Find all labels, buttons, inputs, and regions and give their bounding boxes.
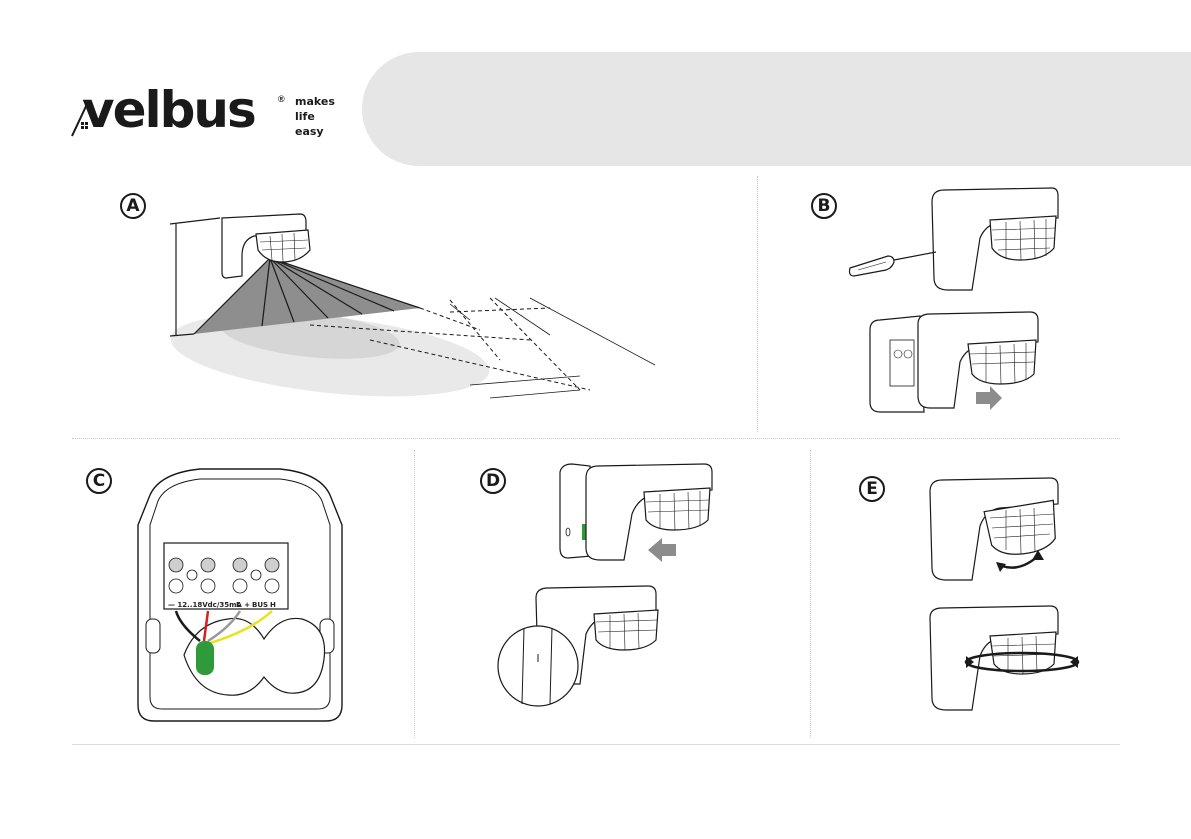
lens-adjustment-diagram <box>910 468 1110 728</box>
detection-range-diagram <box>150 200 710 440</box>
mounting-diagram <box>498 458 738 718</box>
panel-badge-c: C <box>86 468 112 494</box>
terminal-label-h: H <box>270 601 276 609</box>
footer-rule <box>72 744 1120 745</box>
velbus-logo: velbus ® makes life easy <box>72 88 342 148</box>
registered-mark: ® <box>278 94 285 104</box>
tagline-line-2: life <box>295 109 315 124</box>
tagline-line-1: makes <box>295 94 335 109</box>
wiring-diagram: — 12..18Vdc/35mA + L BUS H <box>120 455 360 725</box>
logo-wordmark: velbus <box>82 80 255 140</box>
divider-de <box>810 450 811 738</box>
divider-ab <box>757 176 758 432</box>
panel-badge-b: B <box>811 193 837 219</box>
terminal-label-bus: BUS <box>252 601 268 609</box>
divider-cd <box>414 450 415 738</box>
tagline-line-3: easy <box>295 124 324 139</box>
panel-badge-a: A <box>120 193 146 219</box>
header-banner <box>362 52 1191 166</box>
cover-removal-diagram <box>840 180 1100 420</box>
terminal-label-l: L <box>236 601 241 609</box>
panel-badge-e: E <box>859 476 885 502</box>
